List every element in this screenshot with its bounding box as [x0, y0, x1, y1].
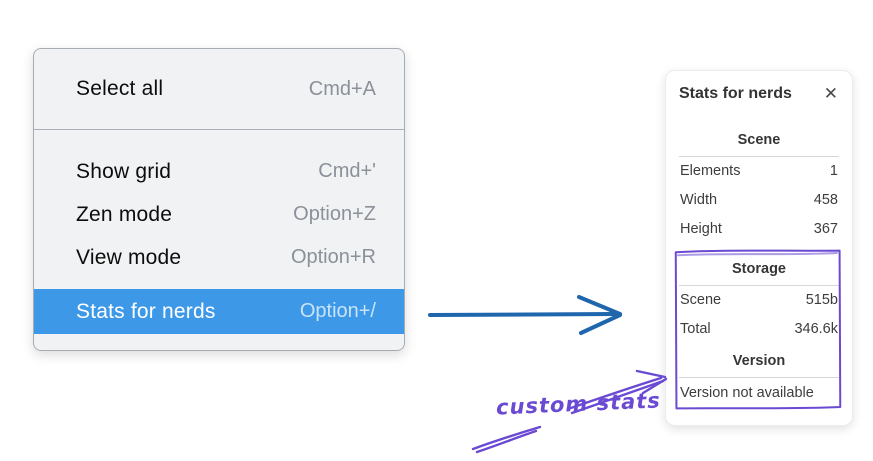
stat-label: Scene [680, 292, 722, 308]
menu-item-select-all[interactable]: Select all Cmd+A [34, 66, 404, 112]
close-icon[interactable]: ✕ [823, 83, 838, 104]
menu-item-label: Show grid [76, 159, 172, 183]
custom-stats-group: Storage Scene 515b Total 346.6k Version … [679, 250, 839, 409]
stat-value: 458 [813, 192, 838, 208]
version-note: Version not available [680, 385, 814, 401]
stat-label: Width [680, 192, 718, 208]
scene-section: Scene Elements 1 Width 458 Height 367 [679, 123, 839, 244]
stat-value: 1 [829, 163, 838, 179]
menu-item-shortcut: Cmd+A [308, 77, 376, 100]
stat-label: Height [680, 221, 722, 237]
menu-item-view-mode[interactable]: View mode Option+R [34, 236, 404, 279]
stat-value: 367 [813, 221, 838, 237]
context-menu: Select all Cmd+A Show grid Cmd+' Zen mod… [33, 48, 405, 351]
stats-panel-title: Stats for nerds [679, 85, 792, 102]
stat-label: Total [680, 321, 711, 337]
scene-section-heading: Scene [737, 132, 781, 148]
menu-item-label: View mode [76, 245, 182, 269]
stat-value: 346.6k [794, 321, 838, 337]
menu-item-show-grid[interactable]: Show grid Cmd+' [34, 150, 404, 193]
stat-row-width: Width 458 [679, 186, 839, 215]
stat-row-total-size: Total 346.6k [679, 315, 839, 344]
menu-item-shortcut: Option+/ [299, 300, 376, 322]
storage-section-heading: Storage [732, 261, 786, 277]
stats-panel-header: Stats for nerds ✕ [679, 83, 839, 105]
menu-item-label: Stats for nerds [76, 299, 216, 323]
menu-item-shortcut: Option+Z [293, 203, 376, 225]
menu-item-label: Select all [76, 77, 164, 100]
menu-item-stats-for-nerds[interactable]: Stats for nerds Option+/ [34, 289, 404, 334]
stats-panel: Stats for nerds ✕ Scene Elements 1 Width… [665, 70, 853, 426]
stat-row-height: Height 367 [679, 215, 839, 244]
menu-separator [34, 129, 404, 130]
menu-item-label: Zen mode [76, 202, 173, 226]
version-section: Version Version not available [679, 344, 839, 405]
menu-item-zen-mode[interactable]: Zen mode Option+Z [34, 193, 404, 236]
stat-row-elements: Elements 1 [679, 157, 839, 186]
menu-section-bottom: Show grid Cmd+' Zen mode Option+Z View m… [34, 130, 404, 350]
menu-section-top: Select all Cmd+A [34, 49, 404, 129]
stat-label: Elements [680, 163, 741, 179]
version-section-heading: Version [732, 353, 786, 369]
section-divider [679, 156, 839, 157]
stat-value: 515b [805, 292, 838, 308]
custom-stats-annotation: custom stats [495, 388, 662, 420]
arrow-menu-to-panel [428, 295, 622, 335]
storage-section: Storage Scene 515b Total 346.6k [679, 252, 839, 344]
menu-item-shortcut: Cmd+' [318, 160, 376, 182]
menu-item-shortcut: Option+R [290, 246, 376, 268]
stat-row-scene-size: Scene 515b [679, 286, 839, 315]
